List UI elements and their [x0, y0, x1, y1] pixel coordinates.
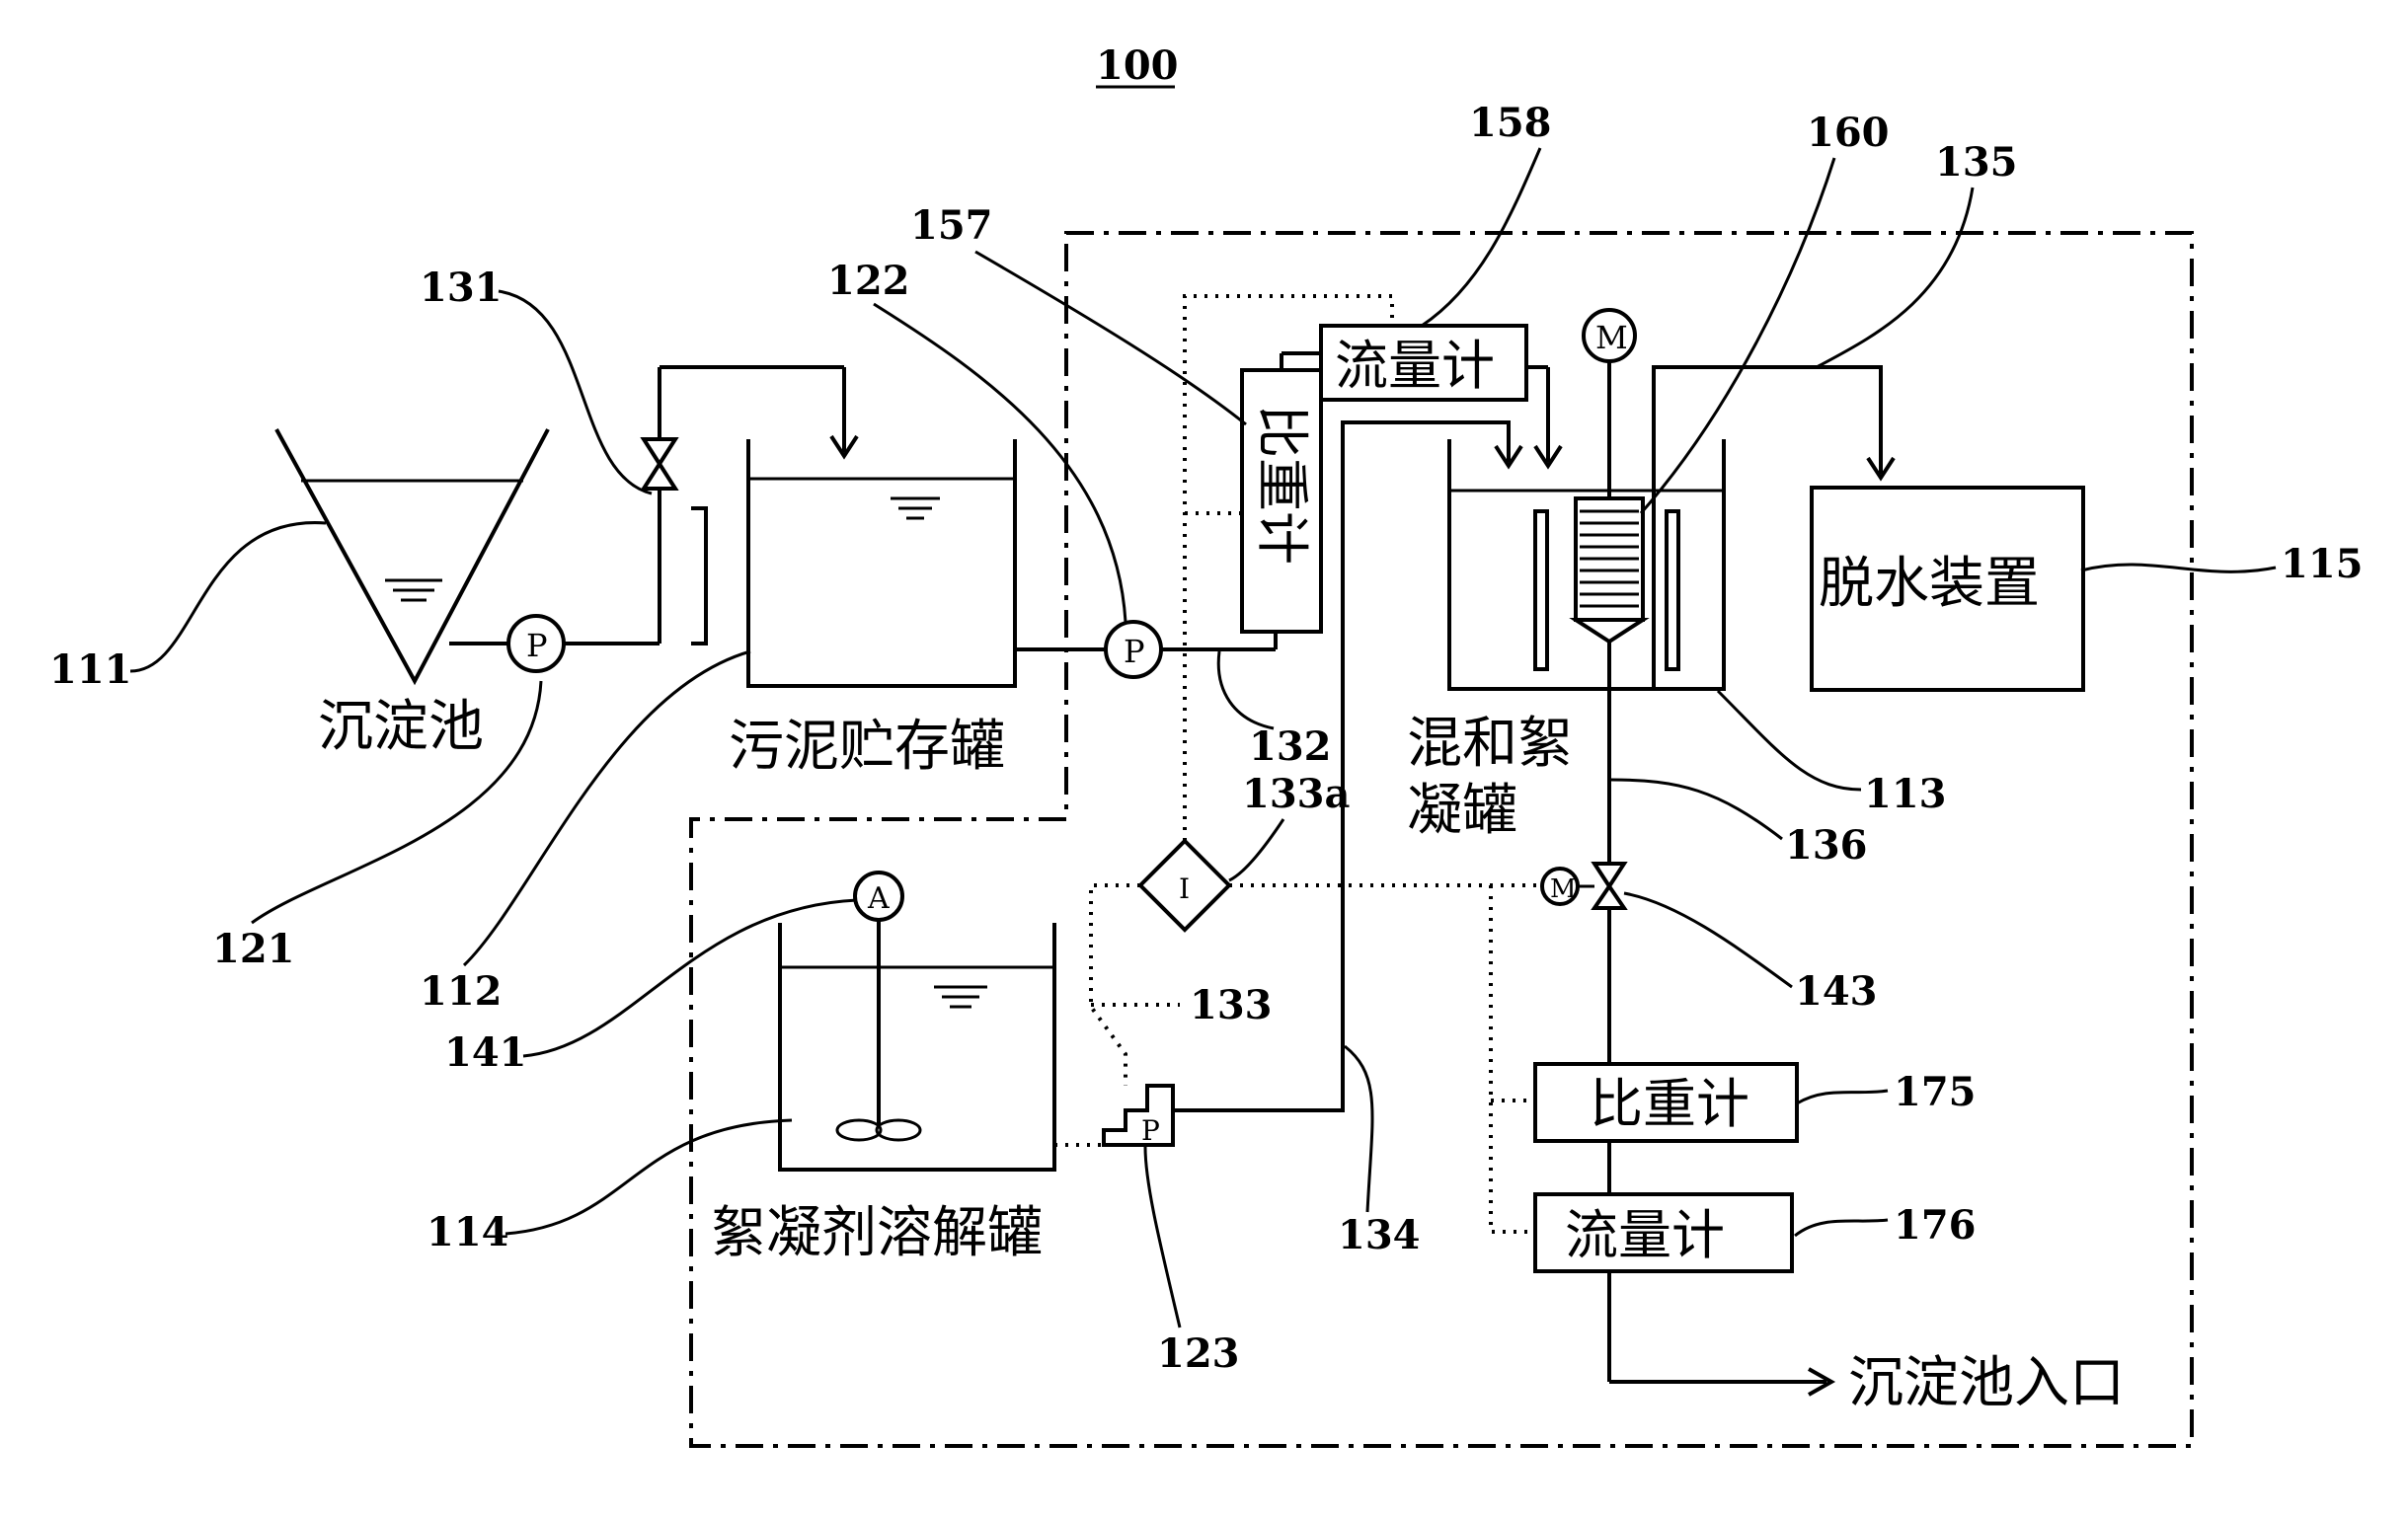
- mixing-flocculation-tank: [1447, 439, 1726, 691]
- ref-114: 114: [427, 1209, 509, 1255]
- svg-text:I: I: [1179, 873, 1190, 905]
- valve-131: [640, 437, 679, 491]
- ref-121: 121: [212, 926, 295, 972]
- ref-115: 115: [2281, 541, 2364, 587]
- ref-157: 157: [910, 202, 993, 249]
- controller-133a: [1137, 838, 1232, 933]
- ref-111: 111: [49, 646, 132, 693]
- agitator-motor-141: A: [853, 871, 904, 922]
- svg-text:A: A: [867, 881, 890, 916]
- svg-text:P: P: [1124, 633, 1145, 670]
- hydrometer-157: [1240, 368, 1323, 634]
- pump-121: P: [506, 614, 566, 673]
- pipe-135: [1652, 365, 1883, 689]
- ref-143: 143: [1795, 968, 1878, 1015]
- ref-176: 176: [1894, 1202, 1977, 1249]
- ref-134: 134: [1338, 1212, 1421, 1258]
- arrow-sludge-into-mixing: [1533, 444, 1563, 470]
- ref-158: 158: [1469, 100, 1552, 146]
- mixing-tank-label-line1: 混和絮: [1407, 712, 1573, 776]
- ref-113: 113: [1864, 771, 1947, 817]
- flowmeter-176: [1533, 1192, 1794, 1273]
- flocculant-tank-label: 絮凝剂溶解罐: [711, 1201, 1043, 1265]
- svg-text:P: P: [1141, 1114, 1160, 1147]
- arrow-to-sedimentation-inlet: [1808, 1367, 1836, 1397]
- storage-inlet-bracket: [691, 506, 708, 645]
- figure-number: 100: [1096, 42, 1179, 89]
- ref-136: 136: [1785, 822, 1868, 869]
- signal-line-133: [1089, 883, 1140, 1086]
- mixing-tank-label-line2: 凝罐: [1407, 779, 1517, 843]
- sludge-storage-tank-label: 污泥贮存罐: [729, 715, 1005, 779]
- ref-160: 160: [1807, 110, 1890, 156]
- sedimentation-inlet-label: 沉淀池入口: [1848, 1351, 2125, 1415]
- hydrometer-175: [1533, 1062, 1799, 1143]
- ref-122: 122: [827, 258, 910, 304]
- ref-131: 131: [420, 265, 503, 311]
- ref-141: 141: [444, 1029, 527, 1076]
- flocculant-dissolving-tank: [778, 920, 1056, 1172]
- signal-line-lower-meters: [1489, 885, 1535, 1234]
- ref-112: 112: [420, 968, 503, 1015]
- motor-valve-143: M: [1540, 862, 1628, 910]
- ref-132: 132: [1249, 723, 1332, 770]
- hydrometer-175-label: 比重计: [1590, 1073, 1749, 1135]
- ref-123: 123: [1157, 1330, 1240, 1377]
- arrow-flocculant-into-mixing: [1494, 444, 1523, 470]
- sedimentation-tank: [274, 428, 550, 686]
- dewatering-device: [1810, 486, 2085, 692]
- sludge-storage-tank: [746, 439, 1017, 688]
- flowmeter-176-label: 流量计: [1565, 1204, 1725, 1266]
- mixer-motor: M: [1582, 308, 1637, 363]
- pump-122: P: [1104, 620, 1163, 679]
- pipe-134: [1173, 420, 1511, 1112]
- svg-text:P: P: [526, 627, 548, 664]
- ref-133a: 133a: [1242, 771, 1350, 817]
- hydrometer-157-label: 比重计: [1251, 405, 1313, 565]
- flowmeter-158: [1319, 324, 1528, 402]
- pump-123: P: [1102, 1084, 1175, 1147]
- flowmeter-158-label: 流量计: [1335, 335, 1495, 397]
- ref-175: 175: [1894, 1069, 1977, 1115]
- ref-133: 133: [1190, 982, 1273, 1028]
- dewatering-device-label: 脱水装置: [1819, 552, 2040, 616]
- agitator-160: [1569, 496, 1650, 645]
- svg-text:M: M: [1550, 874, 1577, 904]
- signal-line-from-hydrometer-157: [1183, 294, 1394, 841]
- arrow-into-dewatering: [1866, 456, 1896, 482]
- arrow-into-storage: [829, 434, 859, 460]
- sedimentation-tank-label: 沉淀池: [318, 695, 484, 759]
- ref-135: 135: [1935, 139, 2018, 186]
- control-unit-boundary: [689, 231, 2194, 1448]
- svg-text:M: M: [1595, 319, 1628, 356]
